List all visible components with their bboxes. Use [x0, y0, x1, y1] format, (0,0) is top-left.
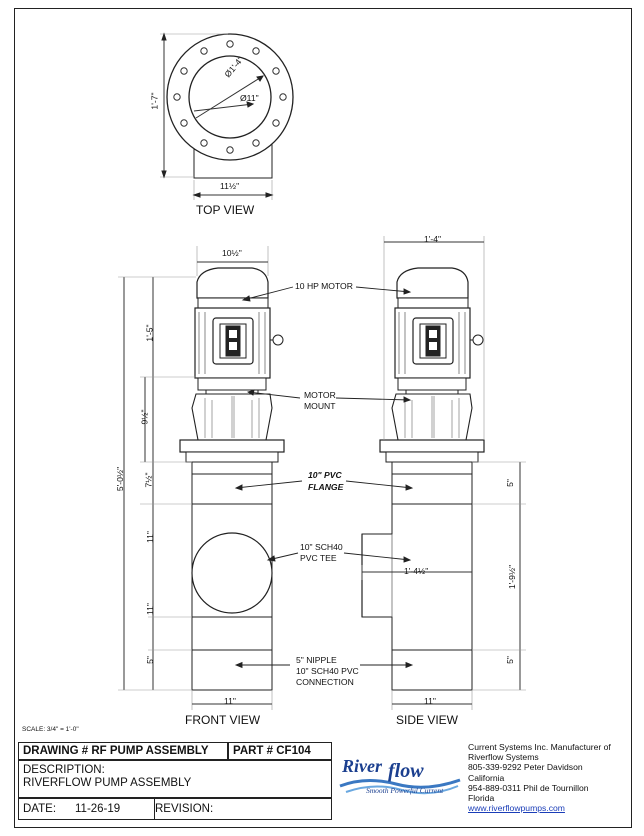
- motor-mount-label-1: MOTOR: [304, 390, 336, 400]
- description-cell: DESCRIPTION: RIVERFLOW PUMP ASSEMBLY: [18, 760, 332, 798]
- top-view-title: TOP VIEW: [196, 203, 255, 217]
- website-link[interactable]: www.riverflowpumps.com: [468, 803, 565, 814]
- top-view: [160, 32, 294, 200]
- logo-word-river: River: [342, 756, 382, 776]
- motor-mount-label-2: MOUNT: [304, 401, 336, 411]
- part-number-cell: PART # CF104: [228, 742, 332, 760]
- tee-lower-dim: 11": [144, 603, 155, 615]
- description-value: RIVERFLOW PUMP ASSEMBLY: [23, 777, 192, 789]
- company-line-2: Riverflow Systems: [468, 752, 539, 763]
- nipple-label-2: 10" SCH40 PVC: [296, 666, 359, 676]
- side-tee-width: 1'-4½": [404, 566, 429, 576]
- top-outer-dia: Ø1'-4": [222, 54, 246, 80]
- flange-label-2: FLANGE: [308, 482, 344, 492]
- leader-lines: [234, 286, 414, 669]
- front-bottom-width: 11": [224, 696, 236, 706]
- side-bottom-width: 11": [424, 696, 436, 706]
- flange-label-1: 10" PVC: [308, 470, 342, 480]
- nipple-label-1: 5" NIPPLE: [296, 655, 337, 665]
- company-line-4: California: [468, 772, 505, 783]
- drawing-border: [14, 8, 632, 828]
- side-width-top: 1'-4": [424, 234, 442, 244]
- tee-upper-dim: 11": [144, 531, 155, 543]
- drawing-number: DRAWING # RF PUMP ASSEMBLY: [23, 745, 209, 757]
- front-motor-width: 10½": [222, 248, 242, 258]
- side-view-title: SIDE VIEW: [396, 713, 459, 727]
- motor-label: 10 HP MOTOR: [295, 281, 353, 291]
- side-nipple-dim: 5": [504, 656, 515, 664]
- nipple-label-3: CONNECTION: [296, 677, 354, 687]
- description-label: DESCRIPTION:: [23, 764, 105, 776]
- overall-height-dim: 5'-0½": [115, 466, 126, 492]
- logo-tagline: Smooth Powerful Current: [366, 786, 444, 795]
- top-inner-dia: Ø11": [240, 93, 259, 103]
- scale-note: SCALE: 3/4" = 1'-0": [22, 726, 79, 733]
- bolt-holes: [173, 40, 287, 154]
- date-cell: DATE: 11-26-19 REVISION:: [18, 798, 332, 820]
- motor-height-dim: 1'-5": [144, 324, 155, 342]
- title-block: DRAWING # RF PUMP ASSEMBLY PART # CF104 …: [18, 742, 630, 826]
- part-number: PART # CF104: [233, 745, 311, 757]
- tee-label-2: PVC TEE: [300, 553, 337, 563]
- side-tee-height: 1'-9½": [507, 564, 518, 590]
- side-view: [361, 236, 526, 710]
- flange-height-dim: 7½": [143, 472, 154, 488]
- front-view: [118, 246, 285, 710]
- tee-label-1: 10" SCH40: [300, 542, 343, 552]
- riverflow-logo: River flow Smooth Powerful Current: [336, 748, 464, 818]
- mount-height-dim: 9½": [139, 409, 150, 425]
- top-height-dim: 1'-7": [149, 92, 160, 110]
- drawing-number-cell: DRAWING # RF PUMP ASSEMBLY: [18, 742, 228, 760]
- date-value: 11-26-19: [75, 803, 121, 815]
- front-view-title: FRONT VIEW: [185, 713, 261, 727]
- company-line-5: 954-889-0311 Phil de Tournillon: [468, 782, 589, 793]
- company-line-6: Florida: [468, 793, 495, 804]
- revision-label: REVISION:: [155, 803, 214, 815]
- top-width-dim: 11½": [220, 181, 240, 191]
- date-label: DATE:: [23, 803, 57, 815]
- nipple-front-dim: 5": [144, 656, 155, 664]
- logo-word-flow: flow: [388, 760, 424, 782]
- company-info: Current Systems Inc. Manufacturer of Riv…: [468, 742, 628, 813]
- company-line-3: 805-339-9292 Peter Davidson: [468, 762, 583, 773]
- side-flange-dim: 5": [504, 479, 515, 487]
- company-line-1: Current Systems Inc. Manufacturer of: [468, 742, 611, 752]
